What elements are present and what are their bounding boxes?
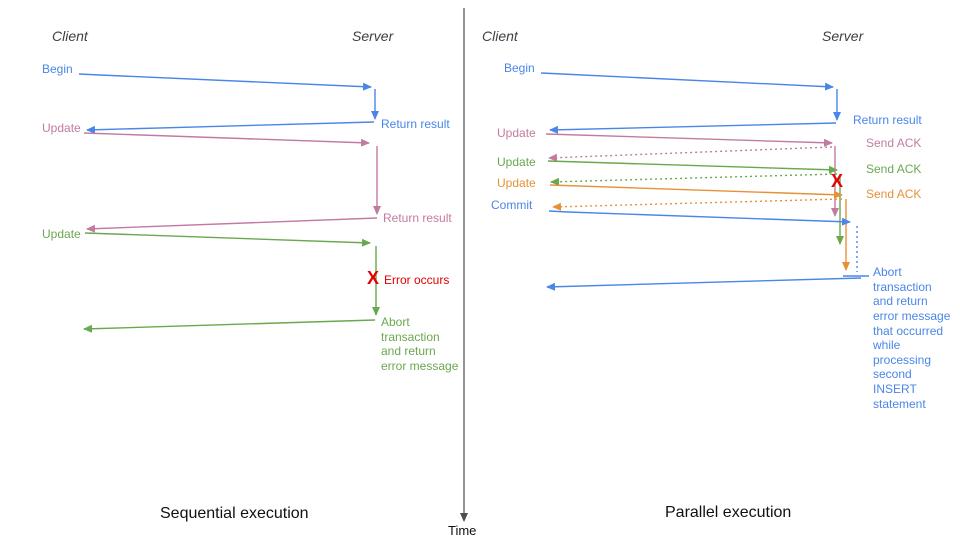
left-return-result-1-arrow [86,121,375,134]
right-return-result-arrow [549,122,837,134]
right-abort-return-arrow [546,277,862,291]
left-update-request-1-arrow [83,132,370,147]
right-send-ack-2-arrow [550,173,838,186]
left-abort-return-arrow [83,319,376,333]
right-update-request-1-arrow [545,133,833,147]
right-begin-request-arrow [540,72,834,91]
right-update-request-3-arrow [549,184,843,199]
right-send-ack-1-arrow [548,146,833,162]
right-send-ack-3-arrow [552,198,843,211]
right-update-request-2-arrow [547,160,838,174]
left-update-request-2-arrow [84,232,371,247]
left-return-result-2-arrow [86,217,378,233]
left-begin-request-arrow [78,73,372,91]
right-commit-request-arrow [548,210,851,226]
